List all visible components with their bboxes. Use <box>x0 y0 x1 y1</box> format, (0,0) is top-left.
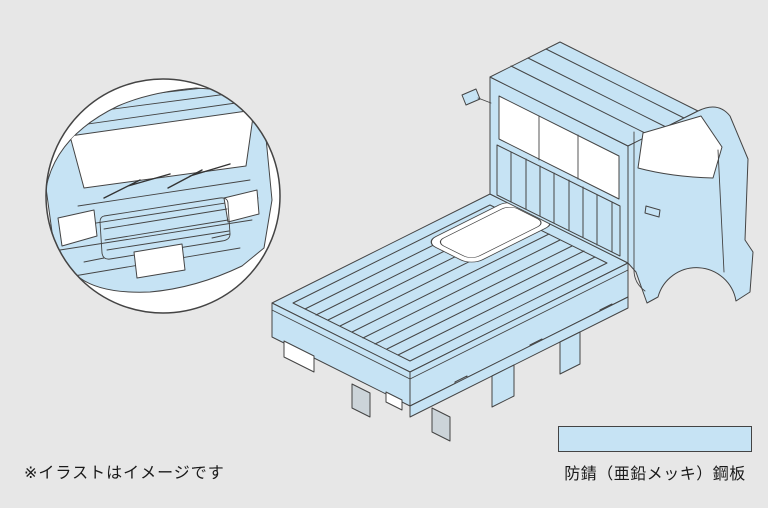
truck-body-main <box>271 41 754 442</box>
wiper-left <box>103 173 171 199</box>
headlamp-right <box>223 189 260 223</box>
headlamp-left <box>57 209 98 247</box>
windshield <box>69 109 255 189</box>
door-handle <box>644 205 661 218</box>
rear-window <box>498 95 620 200</box>
under-bracket-1 <box>491 364 515 408</box>
front-detail-inset <box>46 79 280 313</box>
wiper-right <box>167 163 231 189</box>
front-license-plate <box>133 243 186 279</box>
legend-label: 防錆（亜鉛メッキ）鋼板 <box>564 466 746 483</box>
bed-frame <box>409 296 629 418</box>
tail-lamp <box>385 391 403 411</box>
roof-ribs <box>510 48 685 136</box>
door-seam-front <box>717 149 725 273</box>
legend: 防錆（亜鉛メッキ）鋼板 <box>558 426 752 484</box>
door-window <box>637 115 723 179</box>
inset-circle-border <box>45 78 281 314</box>
footnote: ※イラストはイメージです <box>24 465 225 482</box>
under-bracket-2 <box>559 331 581 375</box>
front-details <box>57 88 260 279</box>
license-plate <box>283 340 315 373</box>
rear-guard <box>496 144 621 257</box>
left-mirror <box>461 88 481 106</box>
door-seam-rear <box>633 131 646 292</box>
mud-flap-rear <box>351 383 371 418</box>
bed-floor-ribs <box>304 210 596 356</box>
grille <box>99 197 231 260</box>
legend-swatch <box>558 426 752 452</box>
mud-flap-front <box>431 407 451 442</box>
